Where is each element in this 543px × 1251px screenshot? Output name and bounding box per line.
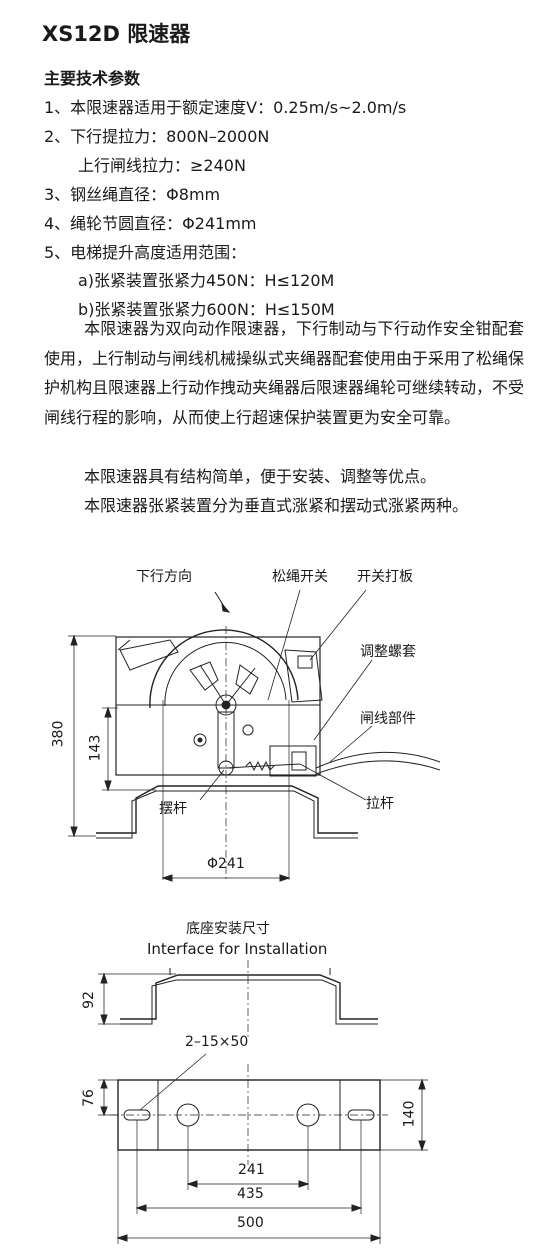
spec-item: 3、钢丝绳直径：Φ8mm bbox=[44, 185, 221, 204]
dim-241: 241 bbox=[238, 1162, 265, 1178]
spec-item: b)张紧装置张紧力600N：H≤150M bbox=[78, 300, 335, 319]
description-paragraph: 本限速器具有结构简单，便于安装、调整等优点。 bbox=[84, 467, 437, 486]
dim-sheave-diameter: Φ241 bbox=[207, 856, 245, 872]
dim-435: 435 bbox=[237, 1186, 264, 1202]
dim-500: 500 bbox=[237, 1215, 264, 1231]
governor-drawing bbox=[68, 589, 441, 882]
description-paragraph: 本限速器为双向动作限速器，下行制动与下行动作安全钳配套使用，上行制动与闸线机械操… bbox=[44, 319, 525, 427]
label-adjust-sleeve: 调整螺套 bbox=[360, 644, 416, 660]
label-switch-plate: 开关打板 bbox=[357, 569, 413, 585]
spec-heading: 主要技术参数 bbox=[44, 69, 141, 88]
spec-item: 5、电梯提升高度适用范围： bbox=[44, 243, 247, 262]
base-title-en: Interface for Installation bbox=[147, 940, 328, 958]
spec-item: 1、本限速器适用于额定速度V：0.25m/s~2.0m/s bbox=[44, 98, 407, 117]
spec-item: 4、绳轮节圆直径：Φ241mm bbox=[44, 214, 257, 233]
base-drawing bbox=[98, 960, 428, 1244]
label-pull-rod: 拉杆 bbox=[366, 796, 394, 812]
spec-item: a)张紧装置张紧力450N：H≤120M bbox=[78, 271, 335, 290]
dim-76: 76 bbox=[80, 1089, 97, 1107]
label-brake-cable: 闸线部件 bbox=[360, 711, 416, 727]
description-paragraph: 本限速器张紧装置分为垂直式涨紧和摆动式涨紧两种。 bbox=[84, 496, 469, 515]
label-slack-switch: 松绳开关 bbox=[272, 569, 328, 585]
label-down-direction: 下行方向 bbox=[136, 569, 192, 585]
dim-slot: 2–15×50 bbox=[185, 1034, 249, 1050]
spec-item: 上行闸线拉力：≥240N bbox=[78, 156, 246, 175]
dim-143: 143 bbox=[87, 734, 104, 762]
base-title-cn: 底座安装尺寸 bbox=[186, 921, 270, 937]
dim-380: 380 bbox=[50, 720, 67, 748]
dim-92: 92 bbox=[80, 991, 97, 1009]
spec-item: 2、下行提拉力：800N–2000N bbox=[44, 127, 270, 146]
label-swing-rod: 摆杆 bbox=[159, 801, 187, 817]
dim-140: 140 bbox=[401, 1100, 418, 1128]
page-title: XS12D 限速器 bbox=[42, 22, 191, 46]
